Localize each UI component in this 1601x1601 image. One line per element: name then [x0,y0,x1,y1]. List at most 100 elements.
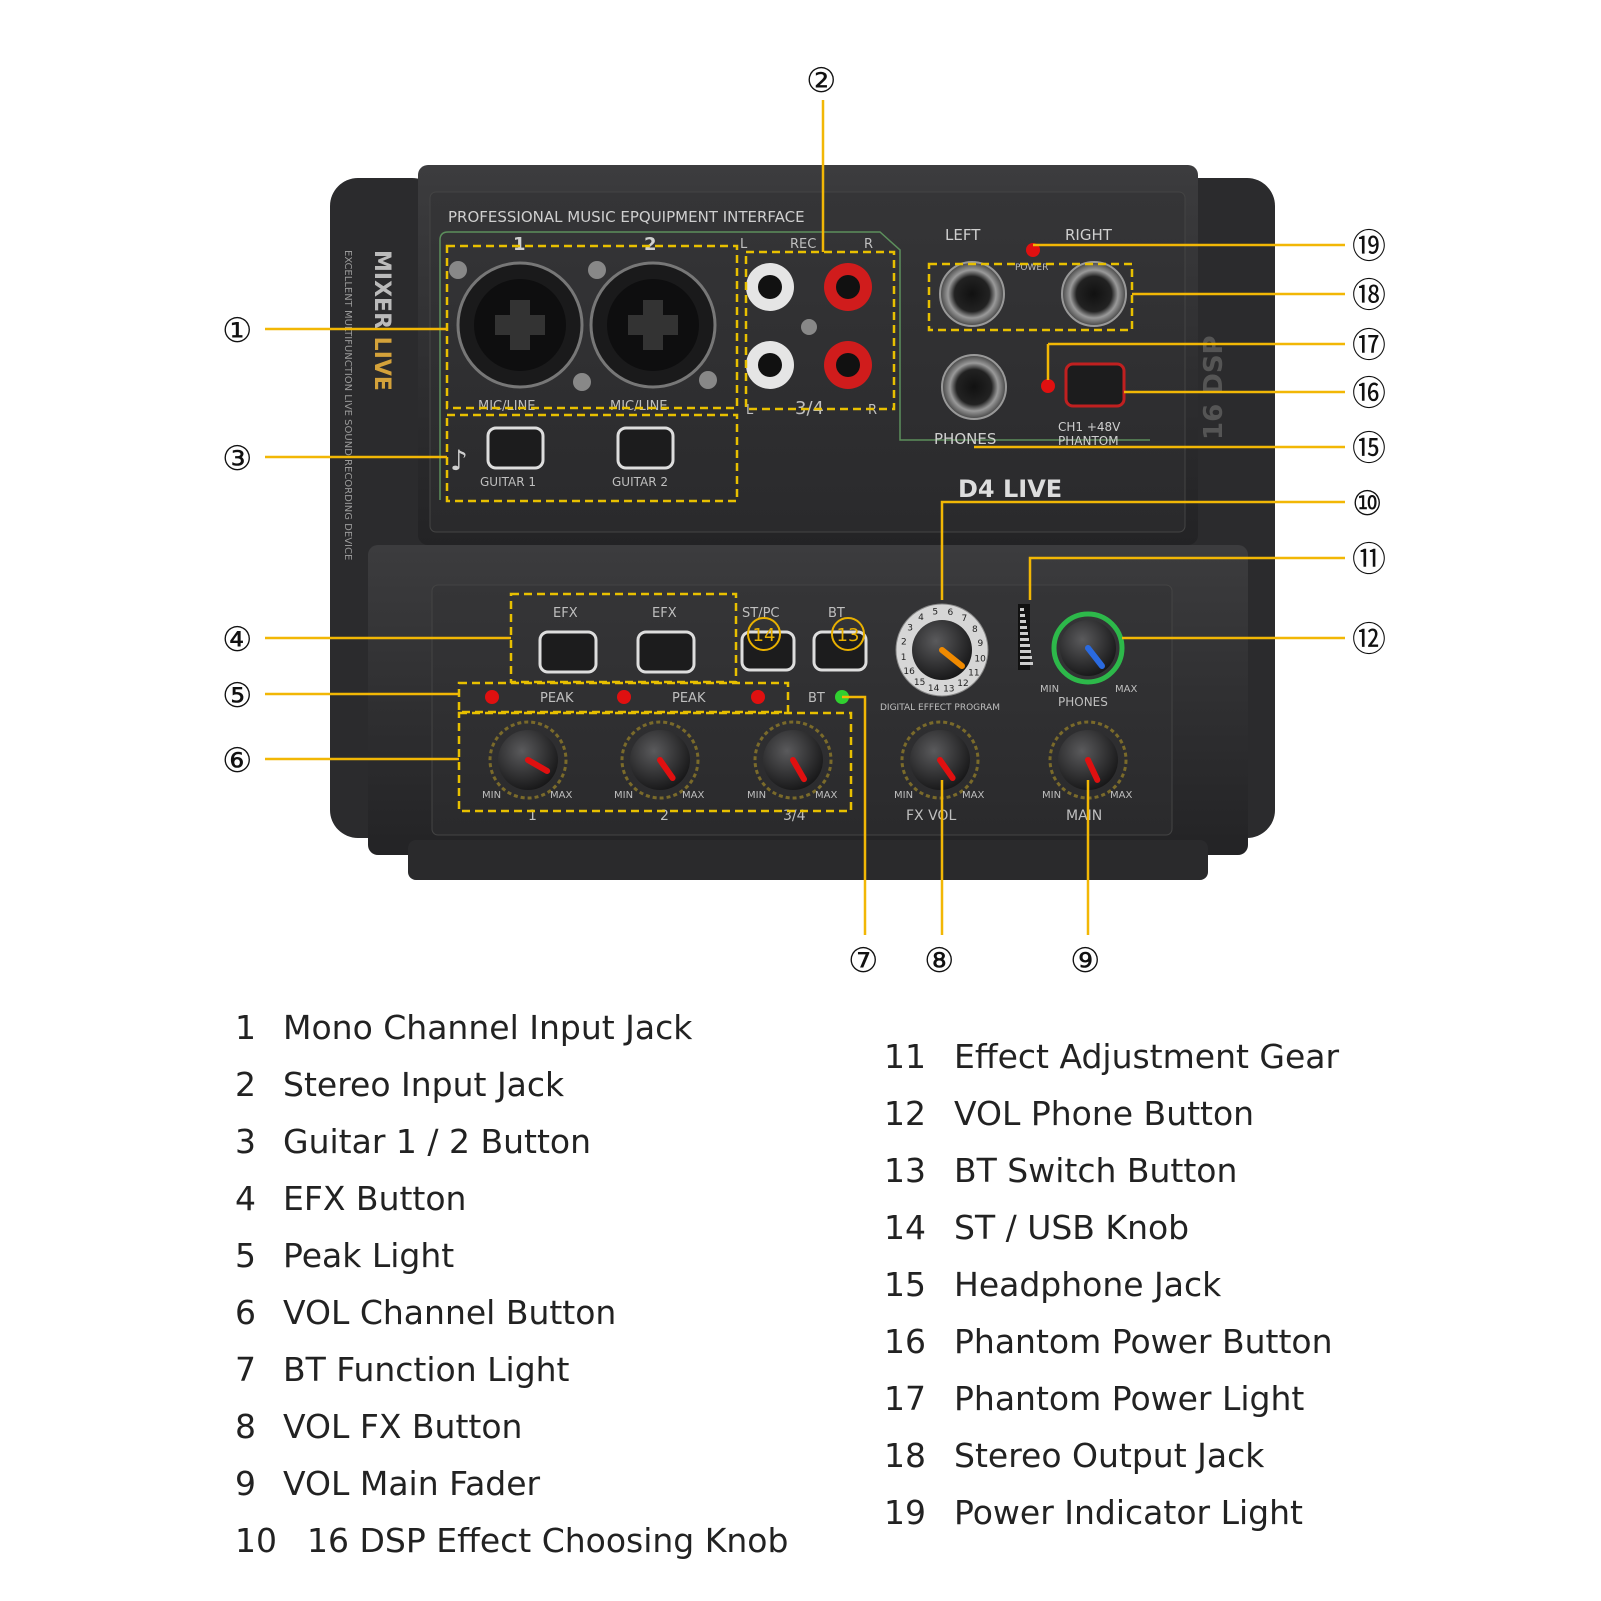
section-outline [439,231,1150,500]
callout-numbers: ① ② ③ ④ ⑤ ⑥ ⑦ ⑧ ⑨ ⑩ ⑪ ⑫ ⑮ ⑯ ⑰ ⑱ ⑲ [222,61,1386,981]
knob-2-label: 2 [660,808,669,824]
bt-switch-button[interactable] [812,630,868,672]
callout-6: ⑥ [222,741,252,781]
meter-tick [1020,662,1033,665]
knob-pointer [525,757,551,774]
knob-scale [488,720,568,800]
efx-1-button[interactable] [538,630,598,674]
st-usb-button[interactable] [740,630,796,672]
meter-tick [1020,650,1031,653]
guitar-2-button[interactable] [616,426,675,470]
knob-max-label: MAX [682,790,704,801]
phantom-led [1041,379,1055,393]
knob-pointer [1085,757,1101,783]
headphone-jack[interactable] [941,354,1007,420]
model-name: D4 LIVE [958,475,1062,503]
legend-text: BT Switch Button [954,1151,1238,1190]
legend-text: 16 DSP Effect Choosing Knob [307,1521,789,1560]
knob-scale [753,720,833,800]
legend-text: Effect Adjustment Gear [954,1037,1340,1076]
power-label: POWER [1015,263,1048,273]
legend-text: EFX Button [283,1179,467,1218]
legend-number: 14 [884,1208,926,1247]
dsp-number: 8 [972,625,978,635]
dsp-number: 1 [901,653,907,663]
callout-8: ⑧ [924,941,954,981]
legend-text: Mono Channel Input Jack [283,1008,693,1047]
legend-text: Phantom Power Light [954,1379,1305,1418]
output-left-jack[interactable] [939,261,1005,327]
output-right-jack[interactable] [1061,261,1127,327]
callout-9: ⑨ [1070,941,1100,981]
callout-15: ⑮ [1352,429,1386,469]
peak-label-1: PEAK [540,691,574,706]
phones-min: MIN [1040,684,1059,695]
phantom-power-button[interactable] [1064,362,1126,408]
mic-input-2[interactable] [588,261,717,389]
phones-volume-knob[interactable] [1051,611,1125,685]
mic-input-1[interactable] [449,261,591,391]
phones-knob-label: PHONES [1058,695,1108,709]
svg-text:EXCELLENT MULTIFUNCTION LIVE S: EXCELLENT MULTIFUNCTION LIVE SOUND RECOR… [342,250,353,560]
stpc-label: ST/PC [742,606,780,621]
callout-10: ⑩ [1352,484,1382,524]
callout-lines [265,100,1345,935]
knob-pointer [657,757,676,781]
guitar-icon: ♪ [450,444,468,477]
meter-tick [1020,608,1024,611]
guitar-1-button[interactable] [486,426,545,470]
legend-text: Headphone Jack [954,1265,1222,1304]
rca-screw [801,319,817,335]
dsp-number: 15 [914,678,925,688]
ch2-label: 2 [644,234,657,255]
callout-2: ② [806,61,836,101]
knob-min-label: MIN [482,790,501,801]
right-label: RIGHT [1065,226,1113,244]
right-badge: 16 DSP [1199,335,1229,440]
rca-34-left[interactable] [746,341,794,389]
svg-text:16 DSP: 16 DSP [1199,335,1229,440]
phones-jack-label: PHONES [934,430,996,448]
efx-2-button[interactable] [636,630,696,674]
bt-led-label: BT [808,691,825,706]
knob-pointer [937,757,956,781]
knob-min-label: MIN [747,790,766,801]
mic-line-label-1: MIC/LINE [478,399,536,414]
legend-text: VOL Phone Button [954,1094,1255,1133]
effect-adjustment-gear[interactable] [1018,604,1033,670]
legend-number: 19 [884,1493,926,1532]
ch1-label: 1 [513,234,526,255]
legend-number: 3 [235,1122,256,1161]
svg-text:14: 14 [753,625,776,646]
dsp-number: 5 [932,608,938,618]
dsp-number: 12 [957,679,968,689]
rca-rec-right[interactable] [824,263,872,311]
side-brand-a: MIXER [369,250,394,337]
dsp-label: DIGITAL EFFECT PROGRAM [880,703,1000,713]
rca-34-right[interactable] [824,341,872,389]
meter-tick [1020,638,1029,641]
legend-number: 10 [235,1521,277,1560]
meter-tick [1020,632,1028,635]
rca-rec-left[interactable] [746,263,794,311]
rec-l-label: L [740,237,748,252]
rec-r-label: R [864,237,873,252]
dsp-number: 3 [907,624,913,634]
